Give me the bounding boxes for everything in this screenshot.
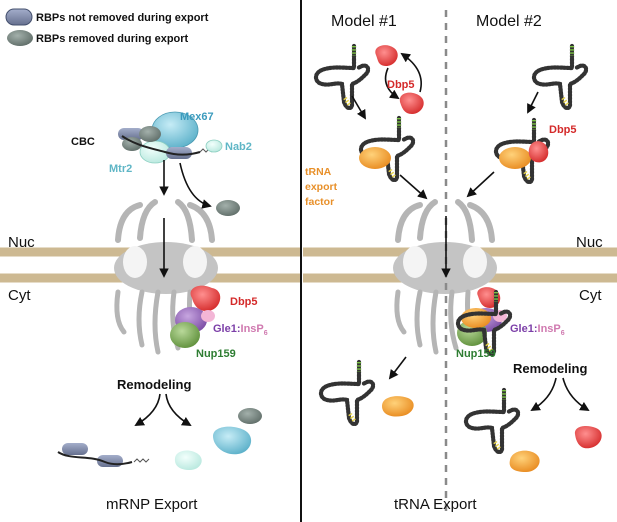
label-cbc: CBC	[71, 136, 95, 148]
label-nuc-left: Nuc	[8, 234, 35, 251]
export-factor-m2	[499, 147, 531, 169]
arrow-release	[179, 162, 212, 209]
dbp5-m1-free-a	[375, 45, 398, 66]
label-gle1-right: Gle1:InsP6	[510, 323, 565, 337]
dbp5-m2-released	[574, 426, 602, 449]
arrow-remodel-right-a	[530, 377, 557, 411]
title-model-2: Model #2	[476, 13, 542, 30]
label-nab2: Nab2	[225, 141, 252, 153]
trna-m1-exported	[321, 362, 373, 424]
caption-trna-export: tRNA Export	[394, 496, 477, 513]
arrow-m2-to-pore	[466, 171, 495, 198]
caption-mrnp-export: mRNP Export	[106, 496, 198, 513]
label-mex67: Mex67	[180, 111, 214, 123]
mrnp-complex	[118, 111, 240, 216]
released-rbp	[216, 200, 240, 216]
dbp5-m1-free-b	[399, 92, 424, 114]
export-factor-m2-released	[509, 450, 540, 472]
label-dbp5-left: Dbp5	[230, 296, 258, 308]
export-factor-m1-released	[382, 396, 414, 417]
trna-m1-start	[316, 46, 368, 108]
label-cyt-left: Cyt	[8, 287, 31, 304]
arrow-remodel-left-a	[134, 393, 161, 426]
cyto-factors-left	[170, 285, 221, 348]
trna-m2-start	[534, 46, 586, 108]
arrow-m1-to-pore	[399, 174, 428, 200]
label-remodeling-right: Remodeling	[513, 361, 587, 376]
dbp5-m2-bound	[528, 141, 549, 163]
arrow-m1-release	[388, 356, 407, 380]
exported-mrnp	[57, 443, 150, 467]
trna-m2-exported	[466, 390, 518, 452]
label-nuc-right: Nuc	[576, 234, 603, 251]
label-cyt-right: Cyt	[579, 287, 602, 304]
nuclear-pore-left	[114, 199, 218, 355]
label-trna-factor-1: tRNA	[305, 166, 332, 178]
label-dbp5-m2: Dbp5	[549, 124, 577, 136]
legend-swatch-kept	[5, 8, 33, 26]
legend-removed: RBPs removed during export	[36, 33, 189, 45]
label-mtr2: Mtr2	[109, 163, 132, 175]
legend-swatch-removed	[7, 30, 33, 46]
export-factor-m1	[359, 147, 391, 169]
released-rbps-left	[174, 408, 262, 470]
arrow-remodel-right-b	[562, 377, 590, 411]
label-nup159-right: Nup159	[456, 348, 496, 360]
label-nup159-left: Nup159	[196, 348, 236, 360]
label-dbp5-m1: Dbp5	[387, 79, 415, 91]
arrow-m1-a	[351, 95, 366, 120]
legend-not-removed: RBPs not removed during export	[36, 12, 209, 24]
label-trna-factor-3: factor	[305, 196, 334, 208]
arrow-m1-cycle-a	[384, 67, 400, 100]
label-gle1-left: Gle1:InsP6	[213, 323, 268, 337]
title-model-1: Model #1	[331, 13, 397, 30]
label-trna-factor-2: export	[305, 181, 338, 193]
label-remodeling-left: Remodeling	[117, 377, 191, 392]
arrow-remodel-left-b	[165, 393, 192, 426]
nuclear-pore-right	[393, 199, 497, 355]
arrow-m1-cycle-b	[400, 52, 422, 93]
arrow-m2-a	[527, 91, 539, 114]
